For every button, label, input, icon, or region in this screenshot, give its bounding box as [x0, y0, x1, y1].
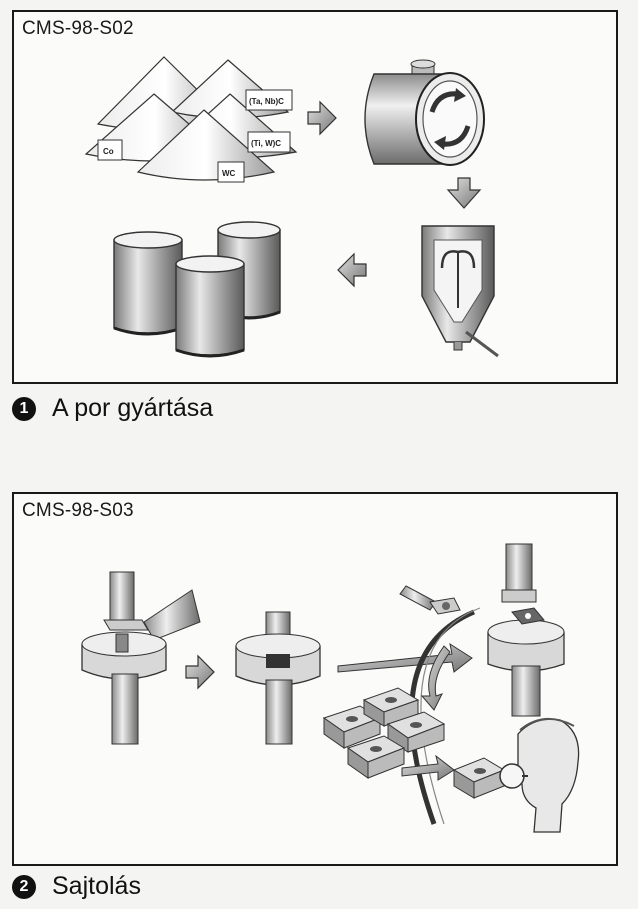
spray-dryer	[421, 225, 499, 358]
svg-text:(Ti, W)C: (Ti, W)C	[251, 139, 281, 148]
svg-text:(Ta, Nb)C: (Ta, Nb)C	[249, 97, 284, 106]
ball-mill	[364, 59, 485, 166]
arrow-right-2	[185, 654, 215, 690]
arrow-inspection	[401, 754, 455, 781]
arrow-transfer	[337, 642, 473, 673]
press-compacting	[235, 611, 321, 745]
arrow-right-1	[307, 100, 337, 136]
panel-code: CMS-98-S02	[22, 18, 134, 39]
caption-pressing: 2 Sajtolás	[12, 872, 141, 901]
step-number-badge: 2	[12, 874, 36, 899]
panel-code: CMS-98-S03	[22, 500, 134, 521]
caption-text: A por gyártása	[52, 394, 214, 422]
pressing-diagram	[81, 543, 580, 833]
label-wc: WC	[217, 161, 245, 183]
label-co: Co	[97, 139, 123, 161]
arrow-down	[446, 177, 482, 209]
label-ti-w-c: (Ti, W)C	[247, 131, 291, 153]
label-ta-nb-c: (Ta, Nb)C	[245, 89, 293, 111]
caption-text: Sajtolás	[52, 872, 141, 900]
arrow-left	[337, 252, 367, 288]
step-number-badge: 1	[12, 396, 36, 421]
inspected-insert	[452, 757, 506, 799]
powder-production-panel: CMS-98-S02	[12, 10, 618, 384]
powder-containers	[113, 221, 281, 358]
arrow-curved-down	[420, 645, 451, 711]
manipulator-arm	[399, 585, 461, 615]
svg-text:Co: Co	[103, 147, 114, 156]
powder-cones	[84, 56, 298, 181]
caption-powder-production: 1 A por gyártása	[12, 394, 213, 423]
pressing-panel: CMS-98-S03	[12, 492, 618, 866]
powder-production-diagram: Co (Ta, Nb)C (Ti, W)C WC	[84, 56, 499, 358]
press-ejection	[487, 543, 565, 717]
inserts-tray	[322, 687, 446, 779]
svg-text:WC: WC	[222, 169, 236, 178]
inspector-figure	[499, 718, 580, 833]
press-die-filling	[81, 571, 201, 745]
